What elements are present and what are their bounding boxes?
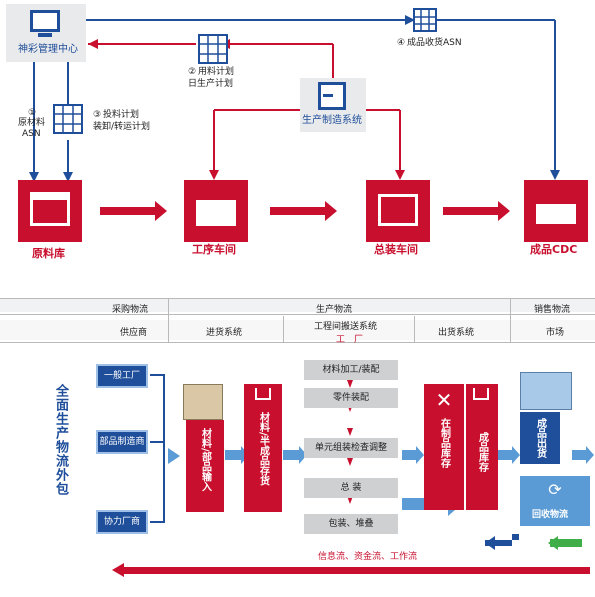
fg-out-text: 成品出货 [534,418,546,458]
material-stock-text: 材料/半成品存货 [257,412,269,486]
wip-stock-box [424,384,464,510]
table-rule-2 [0,314,595,315]
table-band-1 [0,299,595,312]
supplier-partner-label: 协力厂商 [103,517,140,527]
outsourcing-title: 全面生产物流外包 [52,384,68,501]
wip-stock-label: 在制品库存 [424,418,464,471]
supplier-parts-maker-label: 部品制造商 [99,437,145,447]
feed-plan-label-2: 装卸/转运计划 [93,122,151,132]
plan-grid-icon [198,34,228,64]
server-slot [323,94,333,97]
material-input-text: 材料/部品输入 [199,428,211,492]
flow-caption: 信息流、资金流、工作流 [318,552,418,562]
monitor-icon [30,10,60,32]
node-label-process: 工序车间 [192,243,236,256]
header-market: 市场 [546,328,565,338]
step-3-number: ③ [93,110,102,120]
material-plan-label-2: 日生产计划 [188,79,234,89]
feed-grid-icon [53,104,83,134]
fg-stock-label: 成品库存 [466,432,498,475]
asn-grid-icon [413,8,437,32]
supplier-general-factory: 一般工厂 [96,364,148,388]
wip-stock-text: 在制品库存 [438,418,450,468]
process-step-5: 包装、堆叠 [304,514,398,534]
material-input-box [186,420,224,512]
table-rule-3 [0,342,595,343]
step-4-number: ④ [397,38,406,48]
table-divider-3 [283,316,284,342]
fg-stock-text: 成品库存 [476,432,488,472]
warehouse-icon [30,192,70,226]
supplier-partner: 协力厂商 [96,510,148,534]
supplier-parts-maker: 部品制造商 [96,430,148,454]
material-stock-label: 材料/半成品存货 [244,412,282,489]
assembly-icon [378,194,418,226]
recycle-box [520,476,590,526]
material-input-label: 材料/部品输入 [186,428,224,495]
table-divider-2 [510,298,511,342]
production-system-label: 生产制造系统 [302,115,362,126]
fg-stock-box [466,384,498,510]
step-1-number: ① [28,108,37,118]
fg-out-label: 成品出货 [520,418,560,461]
process-step-4: 总 装 [304,478,398,498]
monitor-stand [38,33,52,37]
fg-out-box [520,412,560,464]
supplier-general-factory-label: 一般工厂 [103,371,140,381]
inbox-icon [255,388,271,400]
raw-asn-label-1: 原材料 [18,118,46,128]
grid-lines-overlay [55,10,435,132]
process-step-1: 材料加工/装配 [304,360,398,380]
worker-cart-icon [183,384,223,420]
shelf-worker-icon [520,372,572,410]
fg-receipt-label: 成品收货ASN [407,38,462,48]
header-production-logistics: 生产物流 [316,305,353,315]
fg-inbox-icon [473,388,489,400]
header-outbound-system: 出货系统 [438,328,475,338]
process-step-2: 零件装配 [304,388,398,408]
table-divider-1 [168,298,169,342]
header-sales-logistics: 销售物流 [534,305,571,315]
step-2-number: ② [188,67,197,77]
node-label-cdc: 成品CDC [530,243,578,256]
node-label-assembly: 总装车间 [374,243,418,256]
assembly-workshop-node [366,180,430,242]
material-stock-box [244,384,282,512]
process-step-3: 单元组装检查调整 [304,438,398,458]
feed-plan-label-1: 投料计划 [103,110,140,120]
recycle-label: 回收物流 [532,510,569,520]
material-plan-label-1: 用料计划 [198,67,235,77]
table-band-2 [0,320,595,340]
header-purchase-logistics: 采购物流 [112,305,149,315]
node-label-raw: 原料库 [32,247,65,260]
table-divider-4 [414,316,415,342]
raw-asn-label-2: ASN [22,129,41,139]
header-supplier: 供应商 [120,328,148,338]
raw-warehouse-node [18,180,82,242]
header-inbound-system: 进货系统 [206,328,243,338]
header-transfer-system: 工程间搬送系统 [314,322,378,332]
management-center-label: 神彩管理中心 [18,44,78,55]
header-factory: 工 厂 [336,335,364,345]
tools-icon: ✕ [435,388,453,412]
outsourcing-title-text: 全面生产物流外包 [53,384,68,496]
recycle-icon: ⟳ [548,480,562,499]
truck-icon [536,204,576,224]
factory-icon [196,200,236,226]
table-rule-1 [0,298,595,299]
